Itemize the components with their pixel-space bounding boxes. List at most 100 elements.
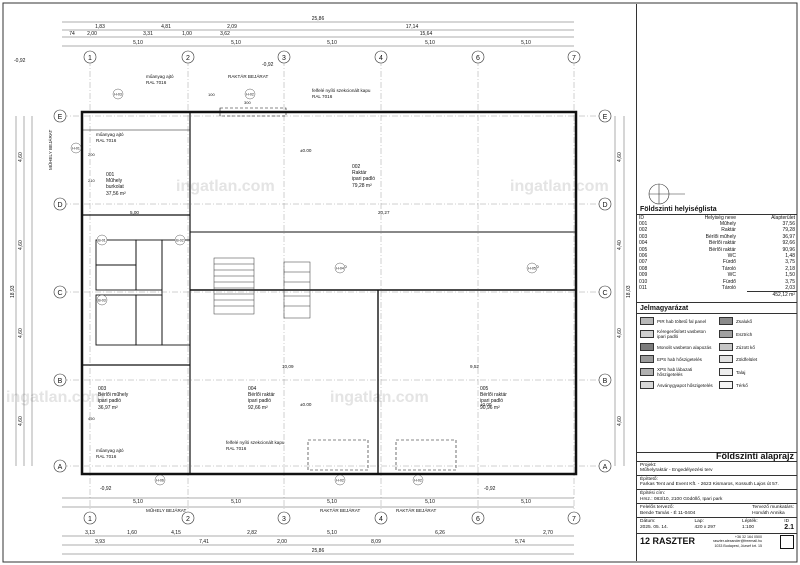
label-plastic-door: műanyag ajtó: [96, 132, 124, 137]
door-size: 450: [88, 416, 95, 421]
north-arrow-icon: [648, 183, 685, 205]
legend-label: Talaj: [736, 369, 746, 375]
legend-item: Zsalukő: [719, 317, 794, 326]
dim-bottom: 5,10: [521, 499, 531, 505]
level-zero: ±0.00: [300, 148, 312, 153]
svg-text:2: 2: [186, 516, 190, 523]
grid-axes-vertical: [89, 60, 575, 510]
inner-dim: 9,52: [470, 364, 479, 369]
axis-bubble-B: B: [53, 373, 67, 387]
room-list-cell: 37,56: [782, 221, 795, 227]
room-list-cell: 3,75: [785, 259, 795, 266]
dim-top: 5,10: [327, 40, 337, 46]
axis-bubble-3-bottom: 3: [277, 511, 291, 525]
room-list-total: 452,12 m²: [747, 291, 797, 298]
watermark: ingatlan.com: [6, 389, 105, 406]
legend-swatch: [640, 330, 654, 339]
axis-bubble-1-bottom: 1: [83, 511, 97, 525]
watermark: ingatlan.com: [176, 178, 275, 195]
legend-item: Zúzott kő: [719, 343, 794, 352]
room-list-cell: Fürdő: [722, 278, 736, 285]
dim-bottom: 5,10: [327, 499, 337, 505]
dim-left: 4,60: [18, 240, 24, 250]
svg-text:E: E: [58, 114, 63, 121]
axis-bubble-3: 3: [277, 50, 291, 64]
legend-item: PIR hab töltetű fal panel: [640, 317, 715, 326]
firm-row: 12 RASZTER +36 32 164 0500 raszter.alexa…: [637, 532, 797, 550]
label-ral: RAL 7016: [146, 80, 167, 85]
label-ral: RAL 7016: [312, 94, 333, 99]
dim-top: 5,10: [133, 40, 143, 46]
legend-item: Kéregerősített vasbeton ipari padló: [640, 329, 715, 339]
dim-top: 17,14: [406, 24, 419, 30]
door-size: 200: [88, 152, 95, 157]
svg-text:Bérlői műhely: Bérlői műhely: [98, 392, 129, 398]
svg-text:ipari padló: ipari padló: [248, 398, 271, 404]
room-list-cell: 007: [639, 259, 648, 266]
room-list-header: Alapterület: [771, 215, 795, 221]
door-size: 100: [208, 92, 215, 97]
dim-bottom: 8,09: [371, 539, 381, 545]
svg-text:2: 2: [186, 55, 190, 62]
svg-text:ipari padló: ipari padló: [98, 398, 121, 404]
label-workshop-entrance: MŰHELY BEJÁRAT: [47, 129, 53, 170]
axis-bubble-E-right: E: [598, 109, 612, 123]
room-list-cell: 009: [639, 272, 648, 279]
room-list-cell: 001: [639, 221, 648, 227]
dim-top: 74: [69, 31, 75, 37]
svg-text:001: 001: [106, 172, 115, 178]
svg-text:E: E: [603, 114, 608, 121]
label-warehouse-entrance: RAKTÁR BEJÁRAT: [396, 507, 436, 513]
meta-row: Dátum:2025. 05. 14. Lap:420 x 297 Lépték…: [637, 517, 797, 532]
axis-bubble-1: 1: [83, 50, 97, 64]
dim-left: 4,60: [18, 152, 24, 162]
designer-row: Felelős tervező:Bende Tamás - É 11-0404 …: [637, 503, 797, 517]
axis-bubble-4: 4: [374, 50, 388, 64]
legend-label: Zöldfelület: [736, 356, 758, 362]
level-mark: -0,92: [484, 486, 496, 492]
room-list-cell: 010: [639, 278, 648, 285]
room-list-cell: Bérlői raktár: [709, 240, 736, 247]
room-list-cell: 1,50: [785, 272, 795, 279]
label-workshop-entrance: MŰHELY BEJÁRAT: [146, 507, 187, 513]
svg-text:A: A: [58, 464, 63, 471]
legend-item: Térkő: [719, 381, 794, 390]
dim-top: 2,00: [87, 31, 97, 37]
title-block: Földszinti alaprajz Projekt:Műhelyraktár…: [637, 452, 797, 550]
room-list-cell: 008: [639, 265, 648, 272]
window-tag: B-03: [96, 294, 108, 306]
svg-text:H-04: H-04: [336, 267, 344, 271]
svg-text:005: 005: [480, 386, 489, 392]
svg-text:C: C: [57, 290, 62, 297]
legend-label: PIR hab töltetű fal panel: [657, 318, 707, 324]
legend-swatch: [640, 317, 654, 326]
building-outline: [80, 110, 578, 476]
watermark: ingatlan.com: [330, 389, 429, 406]
axis-bubble-6-bottom: 6: [471, 511, 485, 525]
north-arrow: [637, 4, 797, 205]
side-panel: Földszinti helyiséglista ID Helyiség nev…: [636, 4, 797, 561]
room-004: 004 Bérlői raktár ipari padló 92,66 m²: [248, 386, 275, 411]
svg-text:ipari padló: ipari padló: [352, 176, 375, 182]
legend-swatch: [640, 343, 654, 352]
legend-item: EPS hab hőszigetelés: [640, 355, 715, 364]
label-warehouse-entrance: RAKTÁR BEJÁRAT: [320, 507, 360, 513]
room-list-cell: Fürdő: [722, 259, 736, 266]
svg-text:Bérlői raktár: Bérlői raktár: [480, 392, 507, 398]
axis-bubble-4-bottom: 4: [374, 511, 388, 525]
client-row: Építtető:Farkas Tent and Event Kft. - 26…: [637, 474, 797, 489]
svg-text:A: A: [603, 464, 608, 471]
dim-top: 5,10: [231, 40, 241, 46]
room-list-header: Helyiség neve: [704, 215, 736, 221]
legend-label: Zúzott kő: [736, 344, 755, 350]
axis-bubble-6: 6: [471, 50, 485, 64]
window-tag: H-02: [244, 88, 256, 100]
legend-swatch: [719, 355, 733, 364]
legend-item: Talaj: [719, 367, 794, 377]
svg-text:H-03: H-03: [114, 93, 122, 97]
room-list-cell: Műhely: [719, 221, 736, 227]
legend-label: EPS hab hőszigetelés: [657, 356, 702, 362]
room-list-cell: Raktár: [721, 227, 736, 234]
